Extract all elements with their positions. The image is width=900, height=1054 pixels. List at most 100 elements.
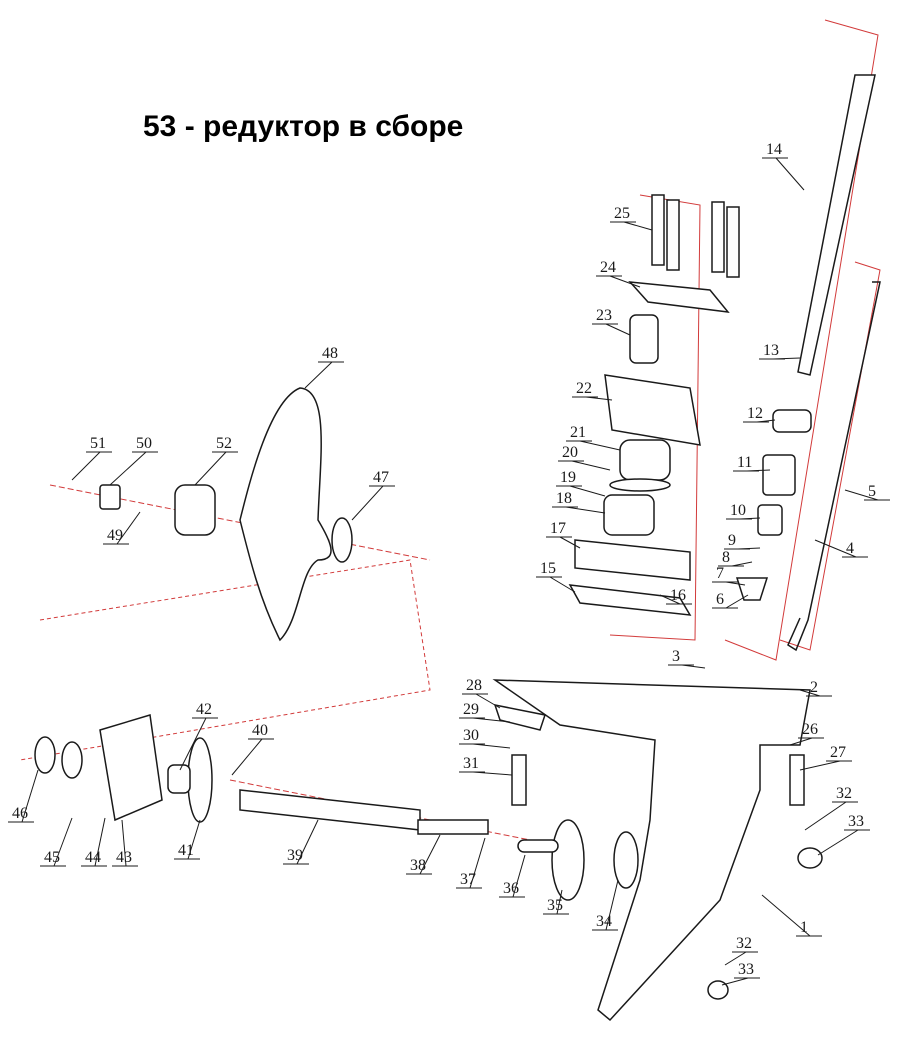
callout-19: 19	[556, 469, 606, 497]
callout-number: 40	[252, 722, 268, 739]
callout-number: 11	[737, 454, 752, 471]
callout-33: 33	[721, 961, 760, 986]
callout-number: 13	[763, 342, 779, 359]
callout-leader-line	[659, 594, 681, 605]
callout-leader-line	[605, 323, 631, 336]
callout-10: 10	[726, 502, 761, 520]
callout-52: 52	[194, 435, 238, 486]
callout-37: 37	[456, 837, 486, 889]
callout-leader-line	[844, 489, 879, 501]
anode-28	[493, 704, 546, 731]
callout-leader-line	[725, 594, 749, 609]
callout-leader-line	[817, 829, 859, 856]
bolt-25b	[666, 199, 680, 271]
callout-23: 23	[592, 307, 631, 336]
driveshaft	[797, 74, 876, 376]
callout-24: 24	[596, 259, 641, 288]
drain-plug-33b	[707, 980, 729, 1000]
callout-41: 41	[174, 819, 201, 860]
seal-46b	[61, 741, 83, 779]
callout-42: 42	[179, 701, 218, 771]
callout-12: 12	[743, 405, 776, 423]
callout-number: 18	[556, 490, 572, 507]
callout-7: 7	[712, 565, 746, 586]
callout-number: 47	[373, 469, 389, 486]
callout-35: 35	[543, 889, 569, 915]
callout-leader-line	[559, 536, 581, 549]
callout-48: 48	[304, 345, 344, 389]
callout-8: 8	[718, 549, 753, 567]
callout-leader-line	[304, 361, 333, 389]
bearing-34	[613, 831, 639, 889]
callout-leader-line	[472, 743, 511, 749]
callout-leader-line	[789, 737, 813, 746]
callout-16: 16	[659, 587, 692, 605]
callout-32: 32	[724, 935, 758, 966]
callout-leader-line	[419, 834, 441, 875]
callout-number: 37	[460, 871, 476, 888]
callout-leader-line	[116, 511, 141, 545]
callout-number: 27	[830, 744, 846, 761]
carrier-43	[99, 714, 163, 822]
callout-11: 11	[733, 454, 771, 472]
callout-number: 49	[107, 527, 123, 544]
callout-number: 32	[836, 785, 852, 802]
callout-leader-line	[605, 879, 619, 931]
callout-leader-line	[549, 576, 576, 593]
callout-leader-line	[94, 817, 106, 867]
spring-38	[417, 819, 489, 835]
callout-labels: 1234567891011121314151617181920212223242…	[8, 141, 890, 986]
callout-number: 20	[562, 444, 578, 461]
callout-number: 35	[547, 897, 563, 914]
callout-number: 24	[600, 259, 616, 276]
callout-51: 51	[71, 435, 112, 481]
callout-number: 31	[463, 755, 479, 772]
callout-50: 50	[109, 435, 158, 486]
callout-number: 28	[466, 677, 482, 694]
callout-33: 33	[817, 813, 870, 856]
callout-leader-line	[556, 889, 563, 915]
callout-38: 38	[406, 834, 441, 875]
callout-leader-line	[475, 693, 501, 709]
callout-number: 33	[738, 961, 754, 978]
callout-number: 29	[463, 701, 479, 718]
callout-leader-line	[609, 275, 641, 288]
callout-3: 3	[668, 648, 706, 669]
ring-20	[609, 478, 671, 492]
callout-15: 15	[536, 560, 576, 593]
oring-41	[187, 737, 213, 823]
callout-leader-line	[21, 769, 39, 823]
callout-36: 36	[499, 854, 526, 898]
gearcase-1	[492, 679, 811, 1022]
pump-housing-22	[604, 374, 701, 446]
callout-number: 41	[178, 842, 194, 859]
impeller-19	[603, 494, 655, 536]
bolt-27	[789, 754, 805, 806]
callout-number: 9	[728, 532, 736, 549]
callout-14: 14	[762, 141, 805, 191]
callout-47: 47	[351, 469, 395, 521]
callout-number: 51	[90, 435, 106, 452]
callout-number: 39	[287, 847, 303, 864]
callout-29: 29	[459, 701, 511, 723]
callout-number: 8	[722, 549, 730, 566]
callout-number: 44	[85, 849, 101, 866]
callout-20: 20	[558, 444, 611, 471]
callout-13: 13	[759, 342, 801, 360]
shift-rod	[787, 281, 881, 652]
impeller-cup-21	[619, 439, 671, 481]
callout-number: 15	[540, 560, 556, 577]
callout-9: 9	[724, 532, 761, 550]
prop-shaft-39	[239, 789, 421, 831]
callout-number: 25	[614, 205, 630, 222]
callout-number: 1	[800, 919, 808, 936]
seal-46a	[34, 736, 56, 774]
callout-leader-line	[724, 951, 747, 966]
callout-number: 50	[136, 435, 152, 452]
callout-number: 10	[730, 502, 746, 519]
drain-plug-33a	[797, 847, 823, 869]
callout-leader-line	[109, 451, 147, 486]
callout-27: 27	[799, 744, 852, 771]
callout-number: 48	[322, 345, 338, 362]
callout-number: 52	[216, 435, 232, 452]
